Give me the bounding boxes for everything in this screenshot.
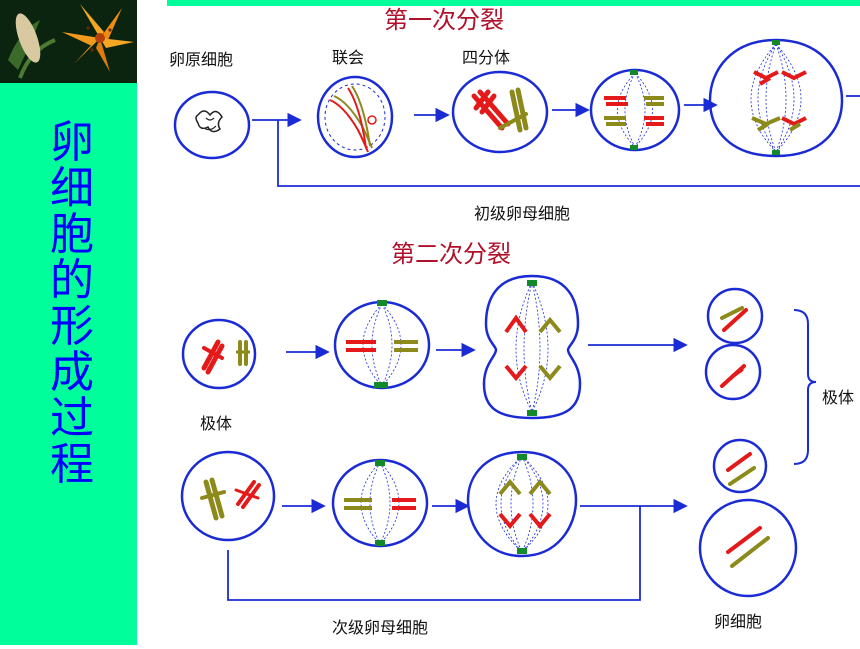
anaphase1-cell: [708, 38, 844, 158]
title-char: 成: [50, 347, 94, 398]
anaphase2-cell-oocyte: [466, 450, 578, 558]
oogonium-cell: [173, 90, 251, 160]
synapsis-cell: [316, 75, 394, 159]
primary-oocyte-bracket: [277, 120, 860, 187]
secondary-oocyte-bracket: [227, 506, 641, 601]
oogonium-label: 卵原细胞: [169, 50, 234, 69]
title-char: 程: [50, 439, 94, 490]
top-band: [167, 0, 860, 6]
tetrad-cell: [451, 70, 549, 154]
title-char: 卵: [50, 117, 94, 168]
title-char: 形: [50, 301, 94, 352]
tetrad-label: 四分体: [462, 48, 511, 67]
polar-body-result-top: [706, 287, 764, 345]
egg-cell-label: 卵细胞: [714, 612, 763, 631]
title-char: 的: [50, 255, 94, 306]
polar-body-right-label: 极体: [822, 388, 855, 407]
meiosis1-header: 第一次分裂: [384, 6, 504, 34]
title-char: 过: [50, 393, 94, 444]
secondary-oocyte-label: 次级卵母细胞: [332, 618, 429, 637]
vertical-title: 卵 细 胞 的 形 成 过 程: [44, 120, 100, 488]
oogenesis-diagram: [137, 0, 860, 645]
metaphase2-cell-oocyte: [331, 458, 429, 548]
polar-body-result-bottom: [712, 438, 768, 494]
title-char: 细: [50, 163, 94, 214]
polar-body-label: 极体: [200, 414, 233, 433]
primary-oocyte-label: 初级卵母细胞: [474, 204, 571, 223]
polar-body-brace: [793, 309, 817, 465]
anaphase2-cell-polar: [482, 274, 582, 420]
polar-body-result-middle: [704, 343, 762, 401]
secondary-oocyte-cell: [180, 450, 276, 542]
meiosis2-header: 第二次分裂: [391, 240, 511, 268]
title-char: 胞: [50, 209, 94, 260]
metaphase2-cell-polar: [333, 300, 431, 390]
diagram-canvas: [173, 38, 860, 601]
polar-body-cell: [181, 318, 257, 390]
sidebar: 卵 细 胞 的 形 成 过 程: [0, 0, 137, 645]
egg-cell: [698, 498, 798, 598]
metaphase1-cell: [589, 68, 681, 152]
lily-flower-logo-icon: [0, 0, 137, 83]
synapsis-label: 联会: [332, 48, 365, 67]
